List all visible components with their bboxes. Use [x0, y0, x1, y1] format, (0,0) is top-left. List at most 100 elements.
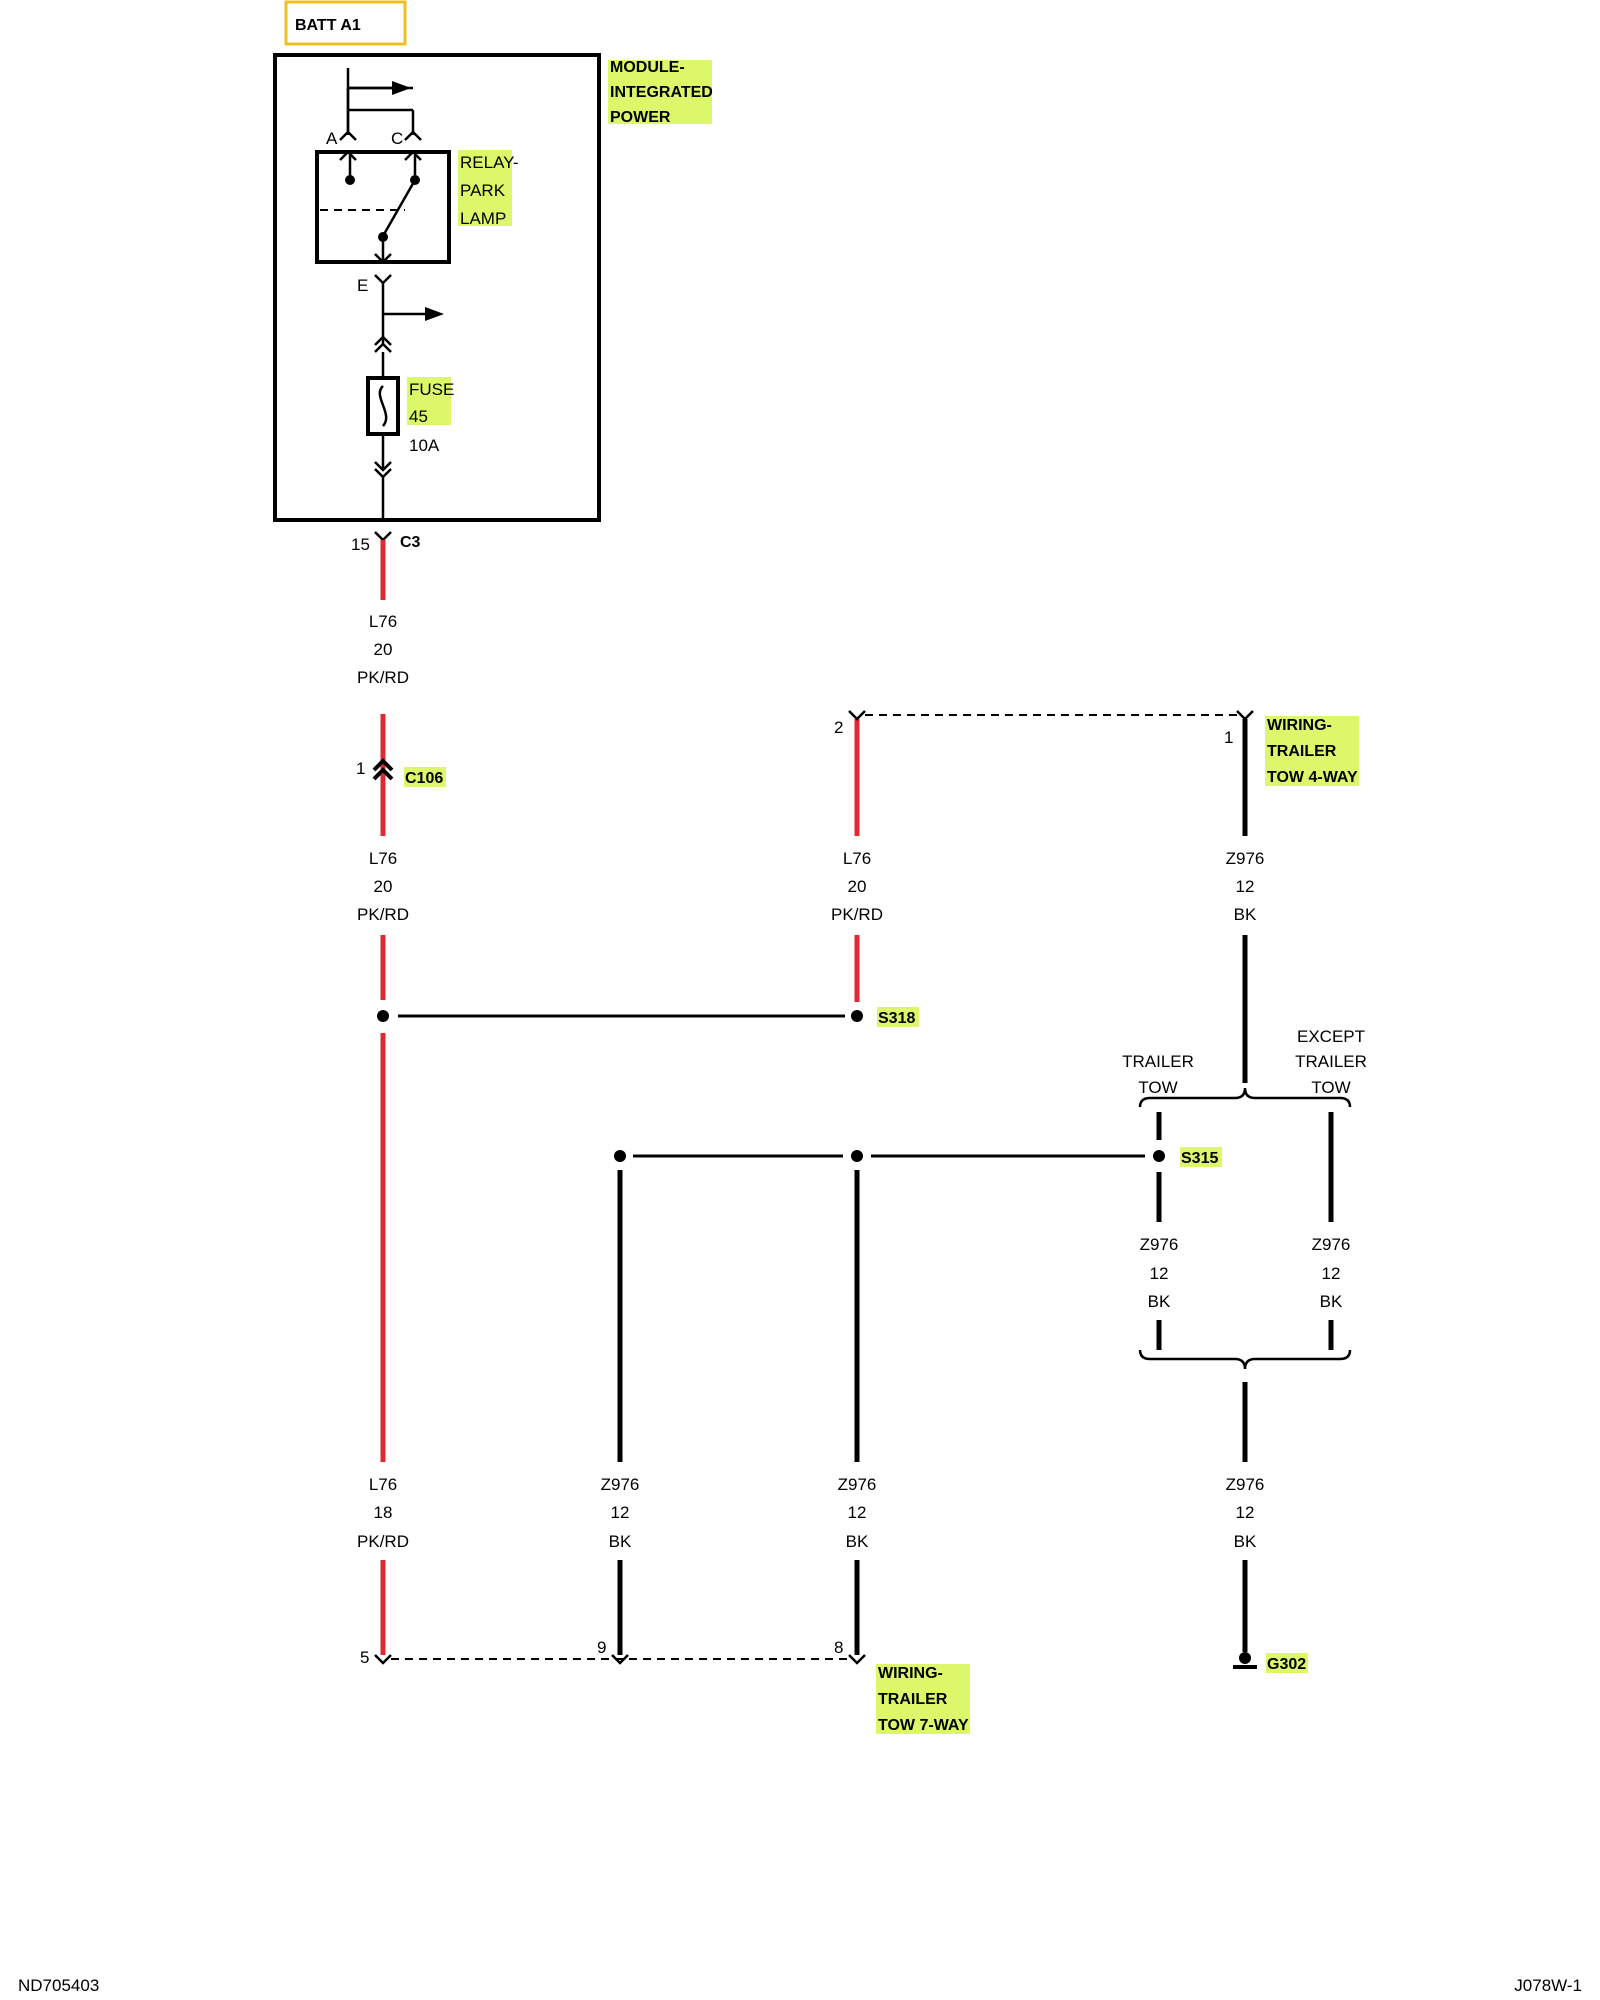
c106-pin-label: 1 [356, 759, 365, 778]
svg-text:20: 20 [848, 877, 867, 896]
svg-text:12: 12 [1236, 1503, 1255, 1522]
splice-s315-dot [1153, 1150, 1165, 1162]
module-integrated-power-box [273, 53, 601, 522]
footer-left-code: ND705403 [18, 1976, 99, 1995]
svg-text:TRAILER: TRAILER [1267, 743, 1337, 760]
fuse-label-line1: FUSE [409, 380, 454, 399]
svg-text:BK: BK [609, 1532, 632, 1551]
option-brace-top [1138, 1087, 1352, 1108]
svg-text:TOW 7-WAY: TOW 7-WAY [878, 1717, 969, 1734]
trailer-7way-pin9-icon [611, 1654, 629, 1665]
wire-label-w8: Z976 12 BK [601, 1475, 640, 1551]
wire-label-w3: L76 20 PK/RD [831, 849, 883, 924]
svg-text:L76: L76 [369, 1475, 397, 1494]
svg-text:Z976: Z976 [601, 1475, 640, 1494]
svg-text:L76: L76 [843, 849, 871, 868]
svg-text:WIRING-: WIRING- [1267, 717, 1332, 734]
wire-label-w7: L76 18 PK/RD [357, 1475, 409, 1551]
splice-s318-dot [851, 1010, 863, 1022]
svg-text:20: 20 [374, 640, 393, 659]
batt-a1-label: BATT A1 [295, 17, 361, 34]
svg-text:Z976: Z976 [1140, 1235, 1179, 1254]
relay-pin-e-label: E [357, 276, 368, 295]
svg-text:L76: L76 [369, 612, 397, 631]
svg-text:20: 20 [374, 877, 393, 896]
relay-switch-contact [381, 179, 417, 237]
svg-text:Z976: Z976 [1312, 1235, 1351, 1254]
fuse-element-icon [378, 385, 388, 427]
ground-g302-label: G302 [1267, 1656, 1306, 1673]
svg-text:12: 12 [1236, 877, 1255, 896]
relay-label-line2: PARK [460, 181, 506, 200]
trailer-4way-pin2-icon [848, 710, 866, 721]
svg-text:EXCEPT: EXCEPT [1297, 1027, 1365, 1046]
wire-label-w10: Z976 12 BK [1226, 1475, 1265, 1551]
relay-label: RELAY- PARK LAMP [458, 150, 519, 228]
svg-text:Z976: Z976 [1226, 849, 1265, 868]
svg-text:TRAILER: TRAILER [878, 1691, 948, 1708]
relay-pin-a-label: A [326, 129, 338, 148]
trailer-7way-pin8-icon [848, 1654, 866, 1665]
c3-connector-icon [374, 531, 392, 542]
fuse-rating: 10A [409, 436, 440, 455]
trailer-4way-pin-right: 1 [1224, 728, 1233, 747]
svg-text:Z976: Z976 [1226, 1475, 1265, 1494]
trailer-7way-pin-9: 9 [597, 1638, 606, 1657]
relay-label-line3: LAMP [460, 209, 506, 228]
splice-s315-label: S315 [1181, 1150, 1218, 1167]
svg-text:TOW: TOW [1138, 1078, 1177, 1097]
fuse-label: FUSE 45 [407, 377, 454, 426]
trailer-7way-label: WIRING- TRAILER TOW 7-WAY [876, 1664, 970, 1734]
trailer-7way-pin-8: 8 [834, 1638, 843, 1657]
svg-text:BK: BK [1234, 905, 1257, 924]
module-label-line1: MODULE- [610, 59, 685, 76]
svg-text:18: 18 [374, 1503, 393, 1522]
option-brace-bottom [1138, 1349, 1352, 1370]
module-label-line2: INTEGRATED [610, 84, 713, 101]
pin-e-connector-icon [374, 274, 392, 285]
trailer-4way-pin1-icon [1236, 710, 1254, 721]
c106-connector-icon [372, 758, 394, 772]
svg-text:Z976: Z976 [838, 1475, 877, 1494]
wire-label-w6: Z976 12 BK [1312, 1235, 1351, 1311]
svg-text:TRAILER: TRAILER [1122, 1052, 1194, 1071]
svg-text:PK/RD: PK/RD [357, 668, 409, 687]
wire-label-w2: L76 20 PK/RD [357, 849, 409, 924]
wire-label-w4: Z976 12 BK [1226, 849, 1265, 924]
svg-text:TOW 4-WAY: TOW 4-WAY [1267, 769, 1358, 786]
svg-text:12: 12 [1322, 1264, 1341, 1283]
module-label-line3: POWER [610, 109, 671, 126]
option-trailer-tow-label: TRAILER TOW [1122, 1052, 1194, 1097]
svg-text:12: 12 [1150, 1264, 1169, 1283]
splice-dot [377, 1010, 389, 1022]
svg-text:12: 12 [611, 1503, 630, 1522]
svg-text:BK: BK [846, 1532, 869, 1551]
svg-text:BK: BK [1320, 1292, 1343, 1311]
option-except-trailer-tow-label: EXCEPT TRAILER TOW [1295, 1027, 1367, 1097]
c106-connector-name: C106 [405, 770, 443, 787]
svg-text:12: 12 [848, 1503, 867, 1522]
wire-label-w1: L76 20 PK/RD [357, 612, 409, 687]
ground-icon [1233, 1652, 1257, 1669]
batt-a1-label-group: BATT A1 [284, 0, 407, 46]
wire-label-w9: Z976 12 BK [838, 1475, 877, 1551]
relay-label-line1: RELAY- [460, 153, 519, 172]
c3-pin-label: 15 [351, 535, 370, 554]
splice-dot [614, 1150, 626, 1162]
trailer-7way-pin-5: 5 [360, 1648, 369, 1667]
svg-text:BK: BK [1148, 1292, 1171, 1311]
svg-text:TRAILER: TRAILER [1295, 1052, 1367, 1071]
arrow-right-icon [425, 307, 444, 321]
trailer-7way-pin5-icon [374, 1654, 392, 1665]
svg-text:PK/RD: PK/RD [357, 1532, 409, 1551]
svg-text:BK: BK [1234, 1532, 1257, 1551]
fuse-label-line2: 45 [409, 407, 428, 426]
svg-text:PK/RD: PK/RD [357, 905, 409, 924]
trailer-4way-label: WIRING- TRAILER TOW 4-WAY [1265, 716, 1359, 786]
svg-text:L76: L76 [369, 849, 397, 868]
wire-label-w5: Z976 12 BK [1140, 1235, 1179, 1311]
relay-pin-c-label: C [391, 129, 403, 148]
splice-s318-label: S318 [878, 1010, 915, 1027]
footer-right-code: J078W-1 [1514, 1976, 1582, 1995]
